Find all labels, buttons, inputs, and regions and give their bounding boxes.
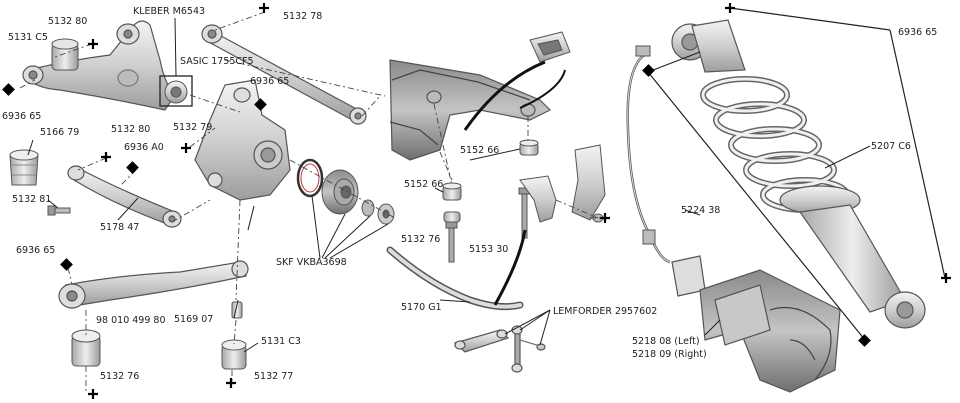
upper-wishbone: [22, 20, 176, 111]
label-6936-65-a: 6936 65: [250, 76, 290, 87]
label-5152-66-b: 5152 66: [404, 179, 444, 190]
label-lemforder: LEMFORDER 2957602: [553, 306, 658, 317]
hub-bearing: [321, 169, 395, 225]
lower-arm: [58, 260, 249, 309]
label-skf: SKF VKBA3698: [276, 257, 347, 268]
connector-mid: [642, 229, 656, 245]
label-5170-g1: 5170 G1: [401, 302, 442, 313]
hub-carrier: [194, 79, 291, 201]
shock-absorber: [671, 19, 926, 329]
drop-link-bracket: [519, 144, 606, 223]
label-5218-09: 5218 09 (Right): [632, 349, 707, 360]
label-5224-38: 5224 38: [681, 205, 721, 216]
label-kleber: KLEBER M6543: [133, 6, 206, 17]
label-6936-65-right: 6936 65: [898, 27, 938, 38]
label-5132-76-mid: 5132 76: [401, 234, 441, 245]
anti-roll-bar: [386, 246, 524, 311]
axis-lines-middle: [433, 103, 605, 219]
control-module: [671, 255, 841, 393]
lateral-link: [67, 165, 182, 228]
label-5152-66-a: 5152 66: [460, 145, 500, 156]
label-5207-c6: 5207 C6: [871, 141, 911, 152]
bump-stop: [9, 149, 39, 186]
tie-rod-link: [201, 24, 367, 125]
connector-top: [635, 45, 651, 57]
callout-curve-top: [463, 60, 546, 131]
cross-markers: [88, 3, 951, 399]
label-5132-81: 5132 81: [12, 194, 52, 205]
label-5131-c3: 5131 C3: [261, 336, 301, 347]
callout-curve-inner: [519, 69, 566, 109]
label-5178-47: 5178 47: [100, 222, 140, 233]
label-98010: 98 010 499 80: [96, 315, 166, 326]
label-5132-78: 5132 78: [283, 11, 323, 22]
seal-ring: [296, 158, 324, 198]
label-6936-65-b: 6936 65: [2, 111, 42, 122]
label-5169-07: 5169 07: [174, 314, 214, 325]
callout-curve-bottom: [493, 229, 527, 306]
label-6936-65-c: 6936 65: [16, 245, 56, 256]
label-5132-76-left: 5132 76: [100, 371, 140, 382]
label-5131-c5: 5131 C5: [8, 32, 48, 43]
label-sasic: SASIC 1755CF5: [180, 56, 254, 67]
bush-kleber: [164, 80, 188, 104]
label-5132-79: 5132 79: [173, 122, 213, 133]
bolt-5132-81: [47, 205, 71, 216]
leader-lines: [27, 17, 871, 353]
label-5153-30: 5153 30: [469, 244, 509, 255]
bush-98010: [71, 329, 101, 367]
label-5132-77: 5132 77: [254, 371, 294, 382]
bush-5131-c5: [51, 38, 79, 71]
label-5132-80-mid: 5132 80: [111, 124, 151, 135]
bushes-5152-66: [442, 139, 539, 223]
label-5132-80-top: 5132 80: [48, 16, 88, 27]
label-6936-a0: 6936 A0: [124, 142, 164, 153]
label-5218-08: 5218 08 (Left): [632, 336, 700, 347]
mount-bracket-top: [529, 31, 571, 63]
axis-lines-left: [19, 11, 396, 392]
drop-links: [453, 325, 546, 373]
bush-5131-c3: [221, 339, 247, 370]
label-5166-79: 5166 79: [40, 127, 80, 138]
leader-lines-right: [647, 7, 946, 341]
